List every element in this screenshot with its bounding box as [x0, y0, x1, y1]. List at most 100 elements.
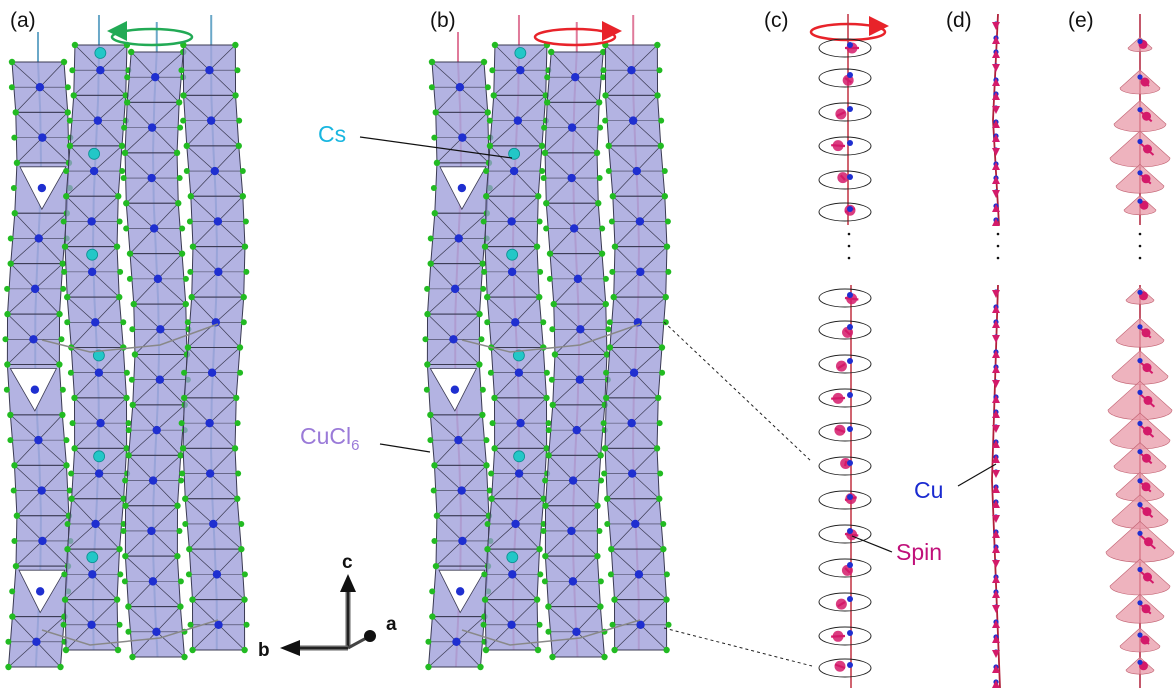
- cl-atom: [603, 369, 610, 376]
- spin-arrow: [1143, 144, 1152, 154]
- cl-atom: [429, 613, 436, 620]
- spin-arrow: [992, 350, 1000, 358]
- cu-atom: [32, 637, 41, 646]
- cl-atom: [655, 394, 662, 402]
- cu-atom: [636, 620, 645, 629]
- spin-arrow: [992, 395, 1000, 403]
- cu-atom: [88, 570, 97, 579]
- cl-atom: [119, 168, 126, 175]
- cl-atom: [8, 58, 16, 66]
- spin-arrow: [834, 660, 846, 672]
- cl-atom: [240, 319, 247, 326]
- cl-atom: [176, 527, 183, 534]
- cl-atom: [234, 495, 241, 502]
- cl-atom: [241, 243, 249, 250]
- cl-atom: [597, 603, 604, 610]
- cl-atom: [241, 596, 248, 603]
- cl-atom: [484, 293, 491, 301]
- cl-atom: [482, 646, 490, 654]
- cl-atom: [120, 527, 127, 534]
- cs-atom: [88, 147, 101, 160]
- cl-atom: [601, 445, 609, 452]
- cl-atom: [422, 336, 429, 343]
- cu-atom: [847, 72, 853, 78]
- cl-atom: [479, 386, 486, 393]
- cu-atom: [455, 587, 465, 596]
- cl-atom: [600, 74, 607, 81]
- cu-atom: [571, 73, 580, 82]
- cs-atom: [86, 551, 99, 564]
- cu-atom: [1137, 74, 1143, 80]
- panel-label-c: (c): [764, 9, 789, 32]
- cu-atom: [847, 460, 853, 466]
- cl-atom: [481, 571, 488, 578]
- cucl6-label: CuCl6: [300, 423, 359, 454]
- precession-cone: [1119, 69, 1161, 95]
- cl-atom: [546, 250, 554, 257]
- cl-atom: [658, 344, 666, 351]
- cu-atom: [847, 392, 853, 398]
- spin-label: Spin: [896, 539, 942, 565]
- spin-arrow: [992, 218, 1000, 226]
- cl-atom: [58, 336, 65, 343]
- cl-atom: [538, 142, 546, 150]
- cl-atom: [179, 225, 186, 232]
- cl-atom: [489, 420, 496, 427]
- rotation-arrow-left-handed: [107, 21, 194, 47]
- cl-atom: [484, 109, 491, 116]
- cl-atom: [611, 243, 619, 250]
- cl-atom: [540, 527, 547, 534]
- cs-atom: [514, 47, 527, 59]
- cl-atom: [595, 200, 602, 207]
- cs-callout: Cs: [318, 121, 513, 159]
- cl-atom: [63, 462, 70, 469]
- cl-atom: [603, 351, 611, 358]
- cu-atom: [1137, 38, 1143, 45]
- cl-atom: [10, 185, 17, 192]
- cl-atom: [542, 552, 549, 560]
- cu-atom: [87, 217, 96, 226]
- cl-atom: [543, 200, 550, 207]
- cl-atom: [71, 394, 78, 402]
- cl-atom: [120, 319, 127, 326]
- spin-arrow: [1143, 395, 1153, 405]
- cl-atom: [5, 663, 12, 671]
- spin-arrow: [992, 665, 1000, 673]
- cl-atom: [597, 452, 604, 459]
- cl-atom: [129, 326, 136, 333]
- precession-ring: [818, 38, 872, 58]
- cu-atom: [30, 385, 40, 394]
- cu-atom: [514, 469, 524, 478]
- cl-atom: [59, 386, 66, 393]
- cl-atom: [4, 310, 11, 318]
- cl-atom: [483, 462, 490, 469]
- cu-atom: [847, 358, 853, 364]
- cu-atom: [38, 133, 47, 142]
- cl-atom: [70, 92, 77, 99]
- cu-atom: [572, 627, 581, 636]
- cl-atom: [488, 470, 495, 477]
- spin-arrow: [992, 176, 1000, 184]
- cl-atom: [243, 621, 250, 628]
- spin-arrow: [992, 50, 1000, 58]
- unit-cell-edge: [461, 323, 641, 353]
- cu-atom: [1137, 502, 1143, 508]
- cl-atom: [433, 512, 441, 519]
- cu-atom: [507, 217, 516, 226]
- cl-atom: [176, 175, 183, 182]
- cl-atom: [598, 250, 606, 257]
- cl-atom: [9, 613, 16, 620]
- cl-atom: [484, 319, 491, 326]
- cl-atom: [71, 41, 79, 49]
- cl-atom: [120, 495, 127, 502]
- cu-atom: [156, 325, 165, 334]
- cl-atom: [490, 92, 497, 99]
- cl-atom: [231, 445, 239, 452]
- cl-atom: [665, 621, 672, 628]
- precession-ring: [818, 102, 872, 122]
- cl-atom: [608, 218, 615, 225]
- cl-atom: [117, 571, 124, 578]
- cl-atom: [60, 285, 67, 292]
- spin-arrow: [992, 650, 1000, 658]
- precession-cone: [1105, 520, 1175, 563]
